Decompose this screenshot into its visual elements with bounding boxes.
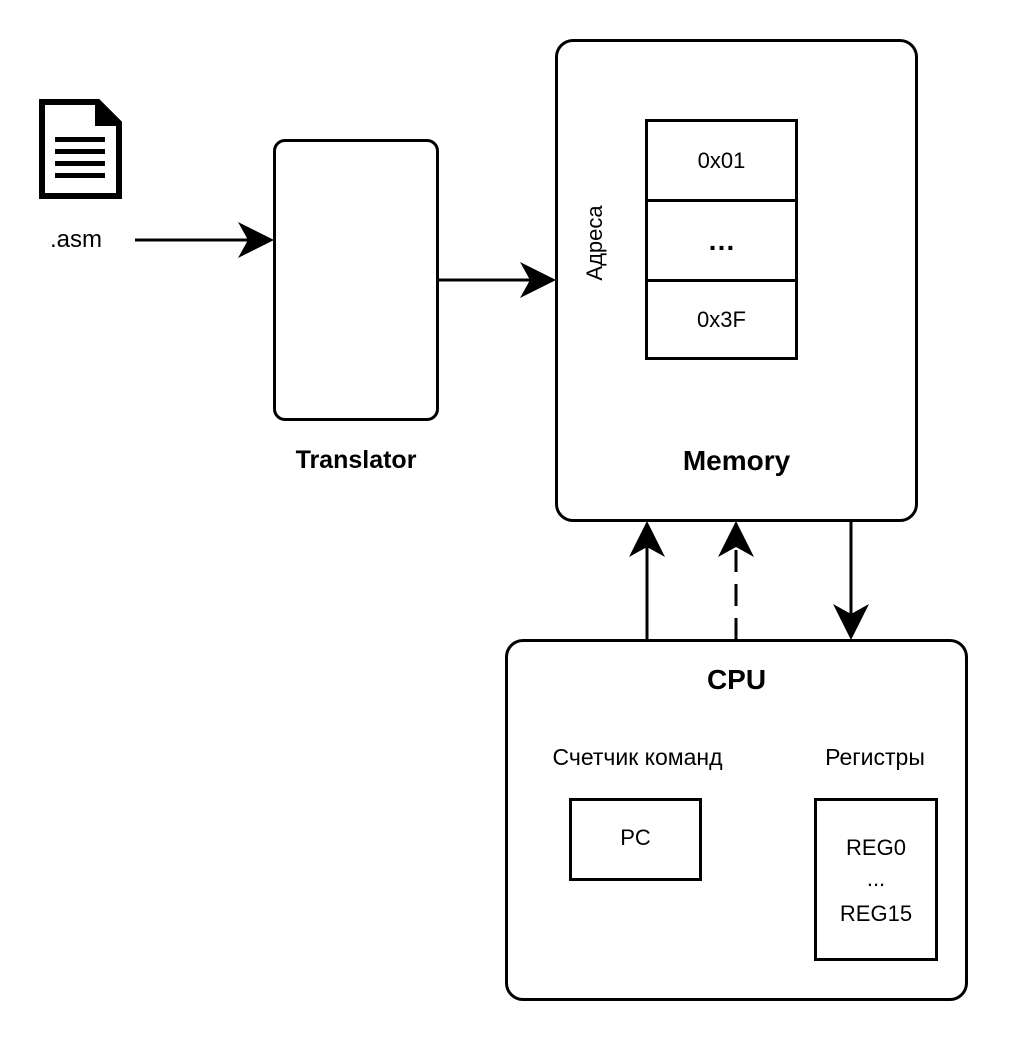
cpu-to-memory-arrowhead xyxy=(629,521,665,557)
memory-to-cpu-arrowhead xyxy=(833,604,869,640)
translator-label: Translator xyxy=(295,446,417,474)
memory-cell-last: 0x3F xyxy=(645,279,798,360)
file-node xyxy=(38,98,123,200)
translator-to-memory-arrowhead xyxy=(520,262,556,298)
registers-section-label: Регистры xyxy=(825,744,925,770)
register-first: REG0 xyxy=(846,835,906,860)
registers-box xyxy=(814,798,938,961)
register-ellipsis: ... xyxy=(866,866,886,891)
memory-cell-ellipsis: … xyxy=(645,199,798,282)
pc-section-label: Счетчик команд xyxy=(552,744,723,770)
register-last: REG15 xyxy=(839,901,913,926)
pc-register-box xyxy=(569,798,702,881)
document-icon xyxy=(39,99,122,199)
asm-to-translator-arrowhead xyxy=(238,222,274,258)
cpu-title: CPU xyxy=(706,664,767,695)
translator-box xyxy=(273,139,439,421)
cpu-to-memory-dashed-arrowhead xyxy=(718,521,754,557)
memory-cell-first: 0x01 xyxy=(645,119,798,202)
memory-title: Memory xyxy=(682,445,791,476)
file-label: .asm xyxy=(50,226,103,253)
pc-label: PC xyxy=(620,825,651,850)
memory-address-label: Адреса xyxy=(582,205,607,281)
